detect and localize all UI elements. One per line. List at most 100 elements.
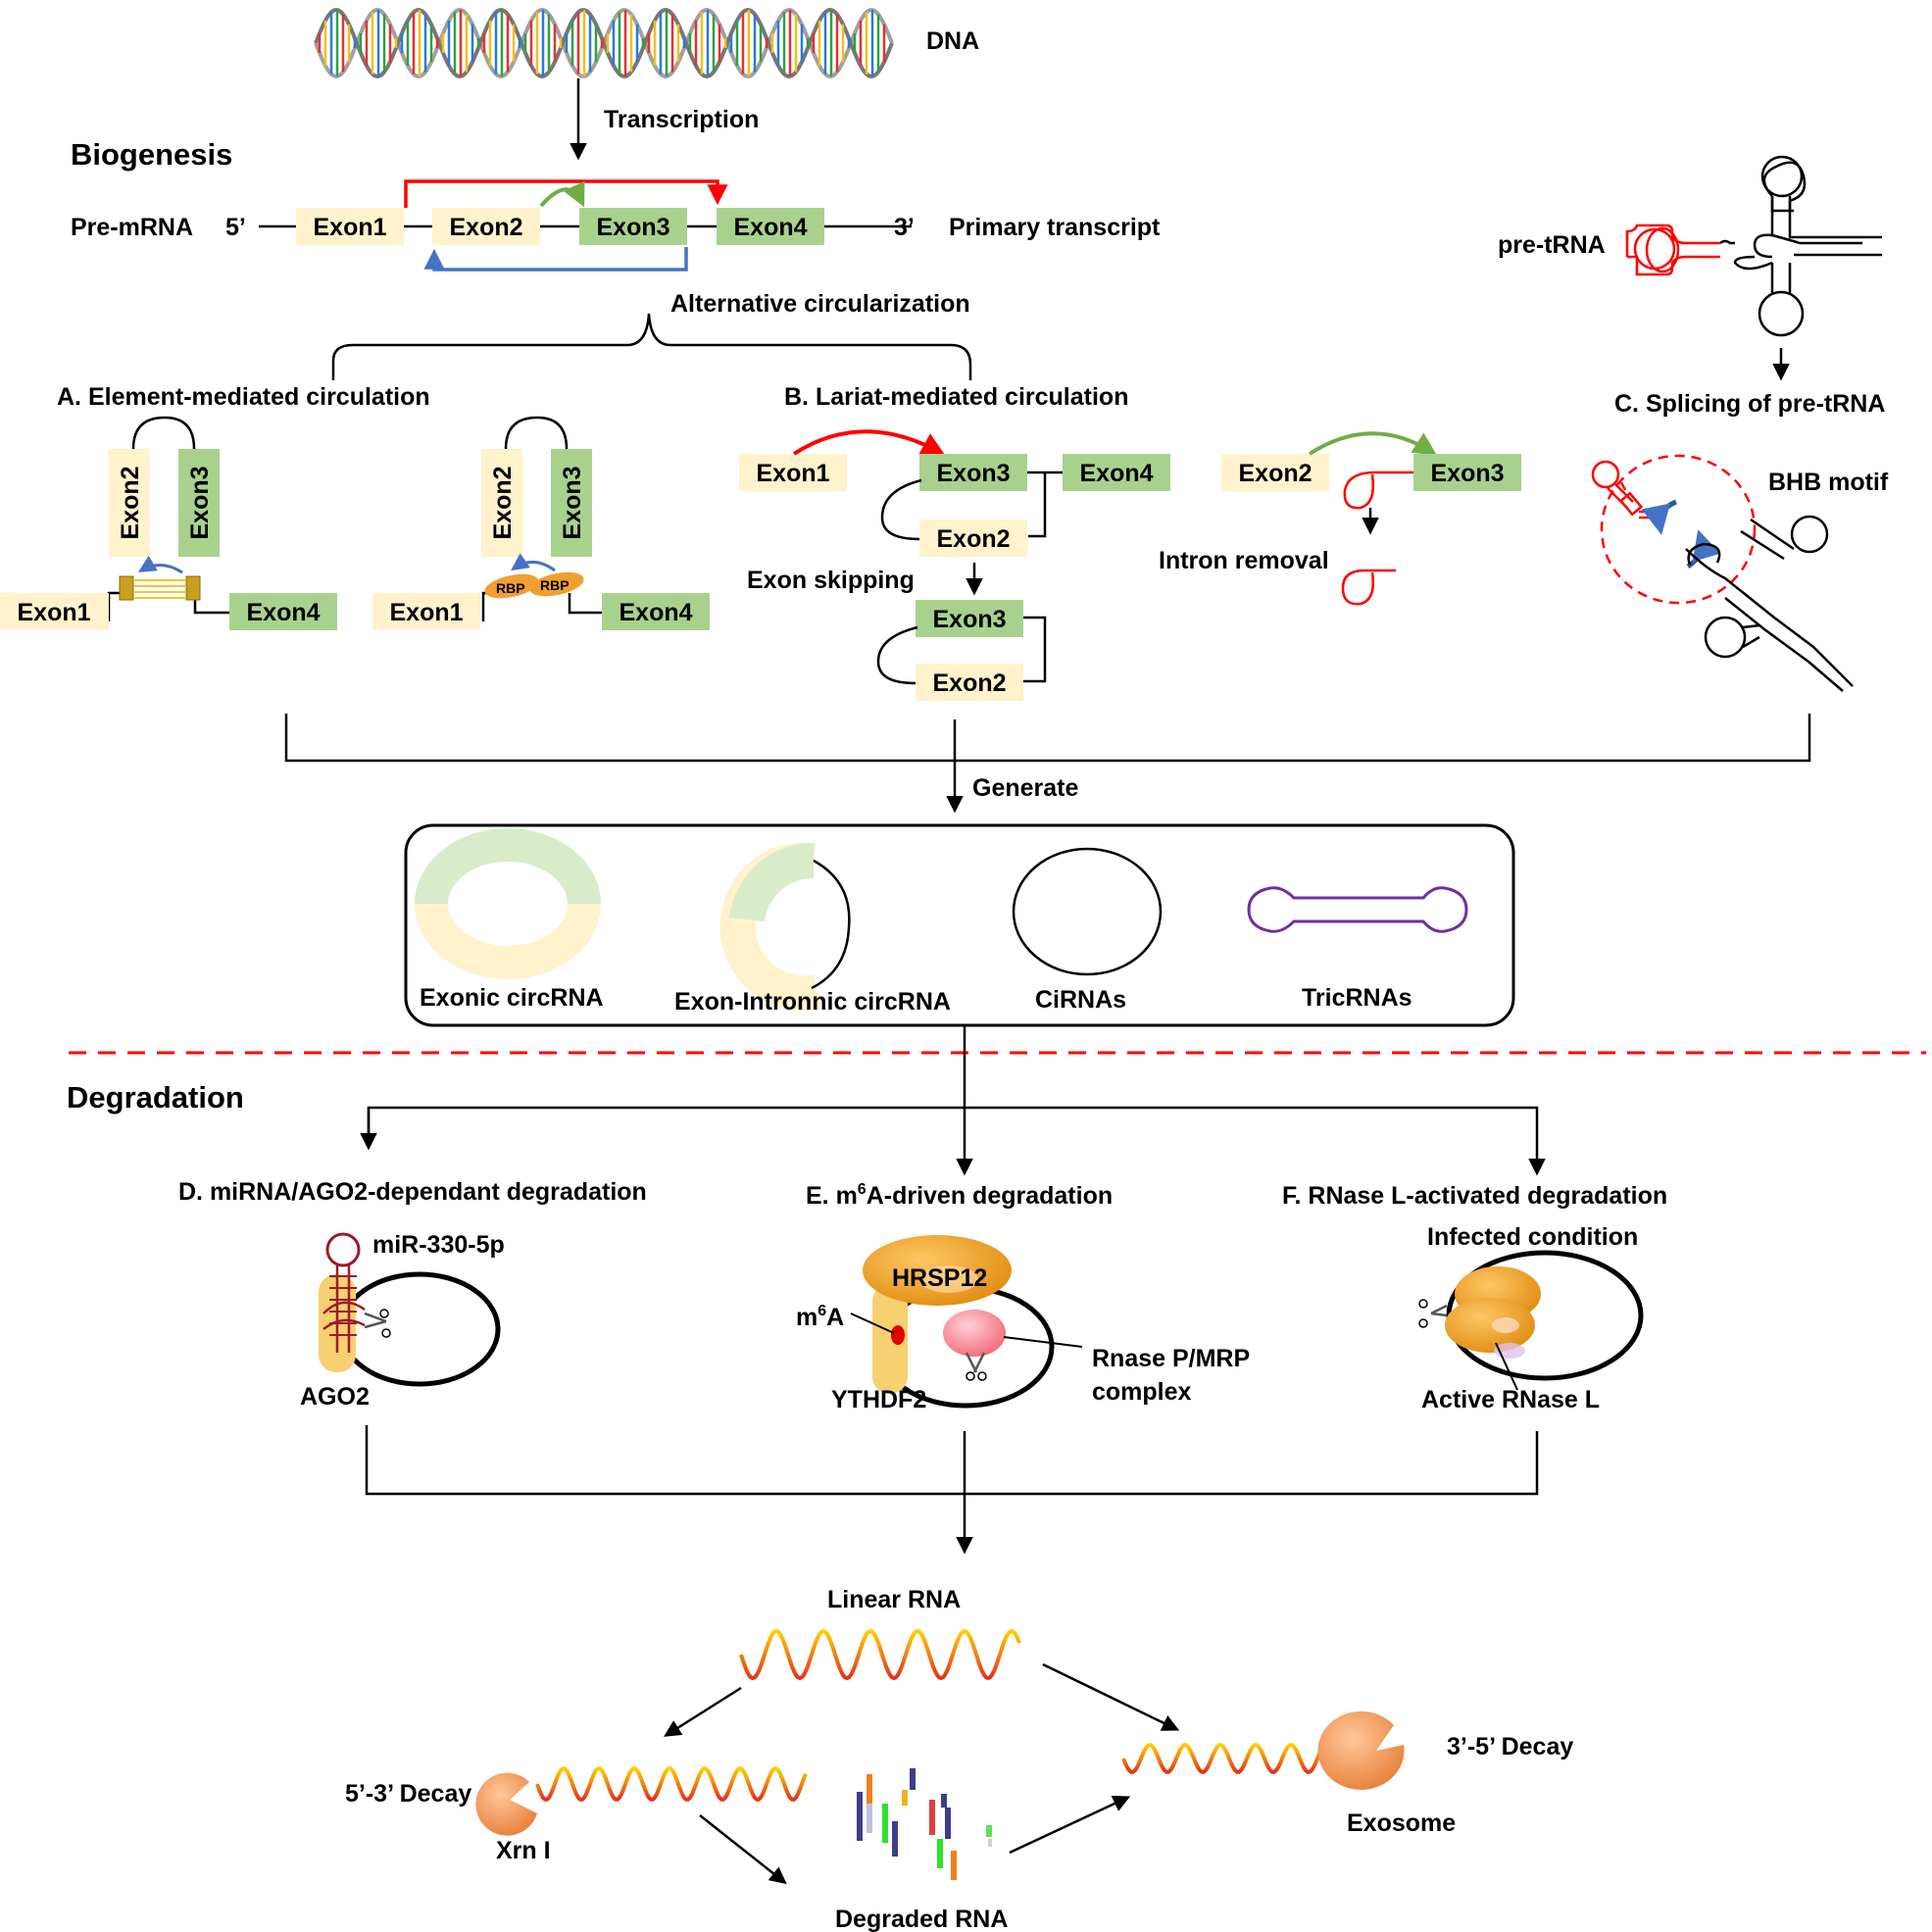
degraded-rna-fragments [857, 1768, 992, 1880]
panel-a-exon3-label: Exon3 [186, 466, 214, 539]
panel-b-intron-exon2-label: Exon2 [1238, 460, 1312, 487]
exon1-box [296, 208, 404, 245]
intron-removal-label: Intron removal [1159, 547, 1329, 574]
decay-35-label: 3’-5’ Decay [1447, 1733, 1573, 1760]
rbp-label-2: RBP [540, 577, 570, 593]
hrsp12-label: HRSP12 [892, 1264, 987, 1292]
exon-skipping-label: Exon skipping [747, 567, 915, 594]
mir-label: miR-330-5p [372, 1231, 505, 1259]
active-rnase-label: Active RNase L [1421, 1386, 1600, 1413]
exon3-label: Exon3 [596, 214, 669, 241]
alt-circ-label: Alternative circularization [670, 290, 970, 318]
panel-b-skip-exon3-label: Exon3 [932, 606, 1006, 633]
exon1-label: Exon1 [313, 214, 386, 241]
dna-label: DNA [926, 27, 979, 55]
primary-transcript-label: Primary transcript [949, 214, 1161, 241]
panel-a-exon1-label: Exon1 [17, 599, 90, 626]
panel-f-illustration [1418, 1250, 1644, 1391]
bhb-motif [1591, 454, 1854, 692]
xrn-label: Xrn I [496, 1837, 551, 1864]
rnase-p-label-line2: complex [1092, 1378, 1192, 1406]
type-label-exon-intronic: Exon-Intronnic circRNA [674, 988, 951, 1016]
arrow-degraded-to-exosome [1009, 1795, 1131, 1855]
panel-e-illustration [850, 1235, 1083, 1409]
exon4-box [717, 208, 824, 245]
linear-rna-label: Linear RNA [827, 1586, 961, 1613]
exon2-label: Exon2 [449, 214, 522, 241]
alt-circ-brace [331, 313, 972, 380]
dna-helix [314, 8, 894, 78]
panel-a-rbp-exon1-label: Exon1 [389, 599, 463, 626]
m6a-sup: 6 [817, 1303, 826, 1319]
panel-a-exon4-label: Exon4 [246, 599, 320, 626]
infected-label: Infected condition [1427, 1223, 1638, 1251]
panel-b-intron-exon3-label: Exon3 [1430, 460, 1504, 487]
panel-a-rbp: Exon2 Exon3 RBP RBP Exon1 Exon4 [372, 416, 710, 630]
rnase-p-label-line1: Rnase P/MRP [1092, 1345, 1250, 1372]
panel-b-title: B. Lariat-mediated circulation [784, 383, 1128, 411]
bhb-motif-label: BHB motif [1768, 469, 1889, 496]
tricrna-shape [1247, 886, 1468, 933]
biogenesis-header: Biogenesis [71, 137, 232, 172]
m6a-post: A [826, 1304, 844, 1331]
exon3-box [579, 208, 687, 245]
e-title-sup: 6 [858, 1181, 867, 1198]
merge-connector [365, 1425, 1539, 1555]
panel-c-title: C. Splicing of pre-tRNA [1614, 390, 1885, 418]
degraded-rna-label: Degraded RNA [835, 1906, 1008, 1932]
exosome-pacman [1317, 1710, 1405, 1790]
five-prime-label: 5’ [225, 214, 246, 241]
exon-intronic-circrna [719, 842, 851, 1012]
panel-b-exon2-label: Exon2 [936, 525, 1010, 553]
arrow-to-3-5-decay [1042, 1662, 1180, 1731]
degradation-header: Degradation [67, 1080, 244, 1115]
panel-a-exon2-label: Exon2 [117, 466, 144, 539]
ago2-label: AGO2 [300, 1383, 370, 1411]
panel-a-title: A. Element-mediated circulation [57, 383, 430, 411]
panel-a-rbp-exon2-label: Exon2 [489, 466, 517, 539]
exon2-exon3-green-arrow [539, 180, 585, 208]
generate-label: Generate [972, 774, 1078, 802]
backsplice-red-arrow [404, 179, 728, 208]
panel-a-rbp-exon3-label: Exon3 [559, 466, 586, 539]
panel-b-lariat: Exon1 Exon3 Exon4 Exon2 Exon skipping Ex… [739, 429, 1170, 701]
m6a-label: m6A [796, 1303, 844, 1331]
three-prime-label: 3’ [894, 214, 915, 241]
ythdf2-label: YTHDF2 [831, 1386, 926, 1413]
type-label-tricrnas: TricRNAs [1302, 984, 1412, 1012]
m6a-pre: m [796, 1304, 817, 1331]
backsplice-blue-arrow [423, 247, 688, 272]
panel-a-rbp-exon4-label: Exon4 [619, 599, 692, 626]
type-label-cirnas: CiRNAs [1035, 986, 1126, 1014]
transcription-label: Transcription [604, 106, 759, 133]
generate-connector [284, 714, 1811, 814]
panel-b-exon3-label: Exon3 [936, 460, 1010, 487]
rbp-label-1: RBP [496, 580, 525, 596]
decay-53-rna-wave [535, 1766, 808, 1802]
cirna-circle [1012, 847, 1163, 976]
panel-b-exon4-label: Exon4 [1079, 460, 1153, 487]
exon4-label: Exon4 [733, 214, 807, 241]
e-title-post: A-driven degradation [867, 1182, 1113, 1210]
panel-b-skip-exon2-label: Exon2 [932, 669, 1006, 697]
exosome-label: Exosome [1347, 1809, 1456, 1837]
decay-53-label: 5’-3’ Decay [345, 1780, 471, 1808]
pre-trna-label: pre-tRNA [1498, 231, 1606, 259]
exon2-box [432, 208, 540, 245]
pre-mrna-row: Pre-mRNA 5’ Exon1 Exon2 Exon3 Exon4 3’ P… [71, 179, 1161, 272]
circrna-types-box [404, 823, 1515, 1027]
panel-d-illustration [319, 1232, 501, 1387]
type-label-exonic: Exonic circRNA [420, 984, 604, 1012]
xrn-pacman [475, 1772, 537, 1836]
exonic-circrna [415, 828, 601, 979]
panel-a-element: Exon2 Exon3 Exon1 Exon4 [0, 416, 337, 630]
panel-f-title: F. RNase L-activated degradation [1282, 1182, 1667, 1210]
e-title-pre: E. m [806, 1182, 858, 1210]
arrow-to-degraded [699, 1814, 787, 1885]
pre-mrna-label: Pre-mRNA [71, 214, 193, 241]
panel-b-intron: Exon2 Exon3 Intron removal [1159, 431, 1521, 606]
degradation-connector [360, 1025, 1546, 1176]
panel-d-title: D. miRNA/AGO2-dependant degradation [178, 1178, 647, 1206]
panel-b-exon1-label: Exon1 [756, 460, 829, 487]
